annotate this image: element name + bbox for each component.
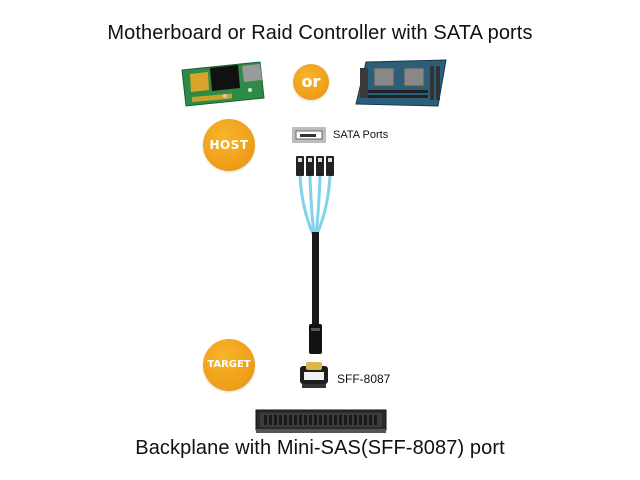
sff-8087-label: SFF-8087 (337, 372, 391, 386)
sata-connector-group (296, 156, 334, 176)
sff-8087-connector-icon (300, 362, 328, 388)
or-badge: or (293, 64, 329, 100)
host-badge: HOST (203, 119, 255, 171)
motherboard-image (355, 59, 447, 107)
backplane-chassis-image (255, 409, 387, 433)
mini-sas-to-sata-breakout-cable (296, 156, 334, 354)
sata-port-icon (292, 127, 326, 143)
target-badge: TARGET (203, 339, 255, 391)
sata-ports-label: SATA Ports (333, 129, 389, 141)
bottom-title: Backplane with Mini-SAS(SFF-8087) port (135, 437, 505, 459)
top-title: Motherboard or Raid Controller with SATA… (107, 22, 533, 44)
raid-controller-card-image (181, 61, 265, 107)
